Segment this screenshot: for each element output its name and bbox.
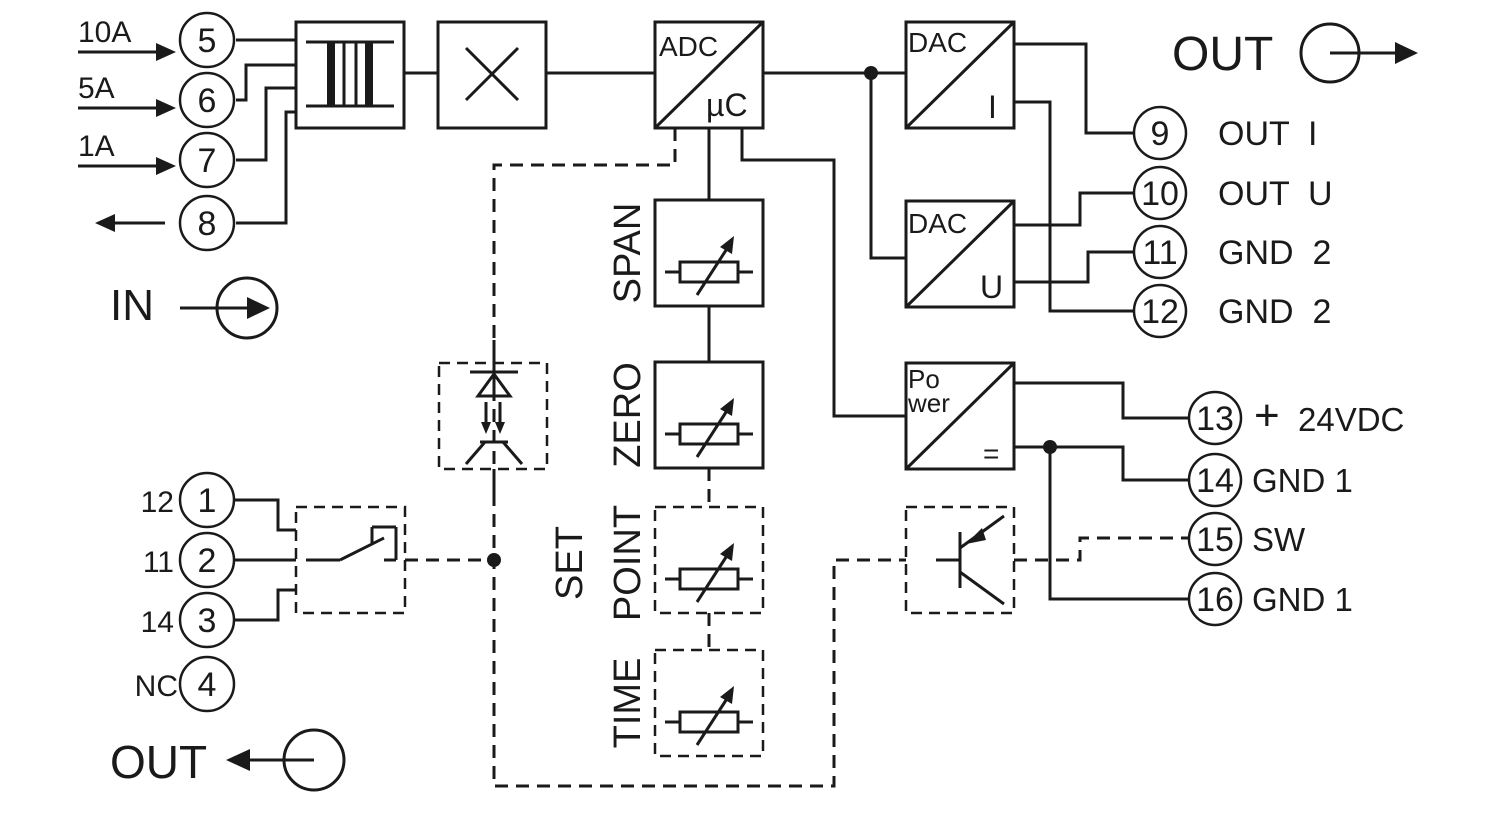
svg-text:14: 14 xyxy=(1196,462,1234,500)
transformer-icon xyxy=(306,40,394,108)
transistor-icon xyxy=(936,514,1005,606)
potentiometer-icon xyxy=(665,543,753,603)
svg-text:1: 1 xyxy=(198,482,217,520)
input-arrow-icon xyxy=(180,276,279,340)
zero-potentiometer-block xyxy=(653,360,765,470)
terminal-12-label: GND 2 xyxy=(1218,293,1331,331)
transistor-switch-block xyxy=(904,505,1016,615)
dac-u-top-label: DAC xyxy=(908,208,967,239)
terminal-11-label: GND 2 xyxy=(1218,234,1331,272)
svg-text:4: 4 xyxy=(198,666,217,704)
optocoupler-icon xyxy=(464,340,524,500)
dac-current-block: DAC I xyxy=(904,20,1016,130)
terminal-16-label: GND 1 xyxy=(1252,581,1353,618)
terminal-1-pin: 12 xyxy=(141,486,174,519)
terminal-3: 3 xyxy=(178,591,236,649)
set-label: SET xyxy=(549,526,591,600)
zero-label: ZERO xyxy=(607,362,649,468)
terminal-1: 1 xyxy=(178,471,236,529)
svg-text:13: 13 xyxy=(1196,400,1234,438)
terminal-13: 13 xyxy=(1187,390,1243,446)
terminal-10-label: OUT U xyxy=(1218,175,1333,213)
svg-text:6: 6 xyxy=(198,82,217,120)
power-supply-block: Po wer = xyxy=(904,361,1016,471)
adc-microcontroller-block: ADC µC xyxy=(653,20,765,130)
terminal-5: 5 xyxy=(178,11,236,69)
svg-text:2: 2 xyxy=(198,542,217,580)
terminal-16: 16 xyxy=(1187,571,1243,627)
dac-i-bottom-label: I xyxy=(988,89,997,125)
span-potentiometer-block xyxy=(653,198,765,308)
dac-voltage-block: DAC U xyxy=(904,199,1016,309)
switch-contact-icon xyxy=(306,525,398,562)
time-potentiometer-block xyxy=(653,648,765,758)
terminal-15-label: SW xyxy=(1252,521,1306,558)
potentiometer-icon xyxy=(665,398,753,458)
input-rating-1a: 1A xyxy=(78,130,115,163)
span-label: SPAN xyxy=(607,203,649,304)
terminal-14-label: GND 1 xyxy=(1252,462,1353,499)
output-arrow-icon xyxy=(1299,22,1418,84)
adc-label: ADC xyxy=(659,31,718,62)
terminal-2: 2 xyxy=(178,531,236,589)
potentiometer-icon xyxy=(665,686,753,746)
dac-u-bottom-label: U xyxy=(980,269,1003,305)
potentiometer-icon xyxy=(665,236,753,296)
relay-out-label: OUT xyxy=(110,736,207,788)
terminal-6: 6 xyxy=(178,71,236,129)
analog-out-label: OUT xyxy=(1172,28,1273,81)
svg-text:5: 5 xyxy=(198,22,217,60)
svg-text:16: 16 xyxy=(1196,581,1234,619)
terminal-4: 4 xyxy=(178,655,236,713)
terminal-9-label: OUT I xyxy=(1218,115,1318,153)
svg-text:15: 15 xyxy=(1196,521,1234,559)
terminal-14: 14 xyxy=(1187,452,1243,508)
svg-text:3: 3 xyxy=(198,602,217,640)
point-label: POINT xyxy=(607,505,649,621)
terminal-13-sign: + xyxy=(1254,391,1280,440)
svg-text:11: 11 xyxy=(1142,234,1177,272)
terminal-9: 9 xyxy=(1132,105,1188,161)
set-point-potentiometer-block xyxy=(653,505,765,615)
optocoupler-block xyxy=(437,340,549,500)
terminal-4-pin: NC xyxy=(135,670,178,703)
svg-text:9: 9 xyxy=(1151,115,1170,153)
power-dc-symbol: = xyxy=(983,438,999,469)
power-label-line1: Po xyxy=(908,364,940,394)
power-label-line2: wer xyxy=(907,388,950,418)
terminal-12: 12 xyxy=(1132,283,1188,339)
terminal-7: 7 xyxy=(178,131,236,189)
multiplier-block xyxy=(436,20,548,130)
relay-contact-block xyxy=(294,505,407,615)
svg-text:10: 10 xyxy=(1141,175,1179,213)
svg-text:8: 8 xyxy=(198,205,217,243)
terminal-8: 8 xyxy=(178,194,236,252)
dac-i-top-label: DAC xyxy=(908,27,967,58)
in-label: IN xyxy=(110,281,154,330)
terminal-15: 15 xyxy=(1187,511,1243,567)
relay-output-arrow-icon xyxy=(226,728,346,792)
terminal-3-pin: 14 xyxy=(141,606,174,639)
terminal-13-label: 24VDC xyxy=(1298,401,1404,438)
time-label: TIME xyxy=(607,658,649,749)
input-rating-10a: 10A xyxy=(78,16,131,49)
terminal-2-pin: 11 xyxy=(143,546,174,579)
terminal-10: 10 xyxy=(1132,165,1188,221)
input-rating-5a: 5A xyxy=(78,72,115,105)
svg-text:12: 12 xyxy=(1141,293,1179,331)
terminal-11: 11 xyxy=(1132,224,1188,280)
uc-label: µC xyxy=(706,87,748,123)
transformer-block xyxy=(294,20,406,130)
svg-text:7: 7 xyxy=(198,142,217,180)
cross-icon xyxy=(464,46,520,102)
current-input-section: 10A 5A 1A 5 6 7 8 IN xyxy=(78,11,296,340)
